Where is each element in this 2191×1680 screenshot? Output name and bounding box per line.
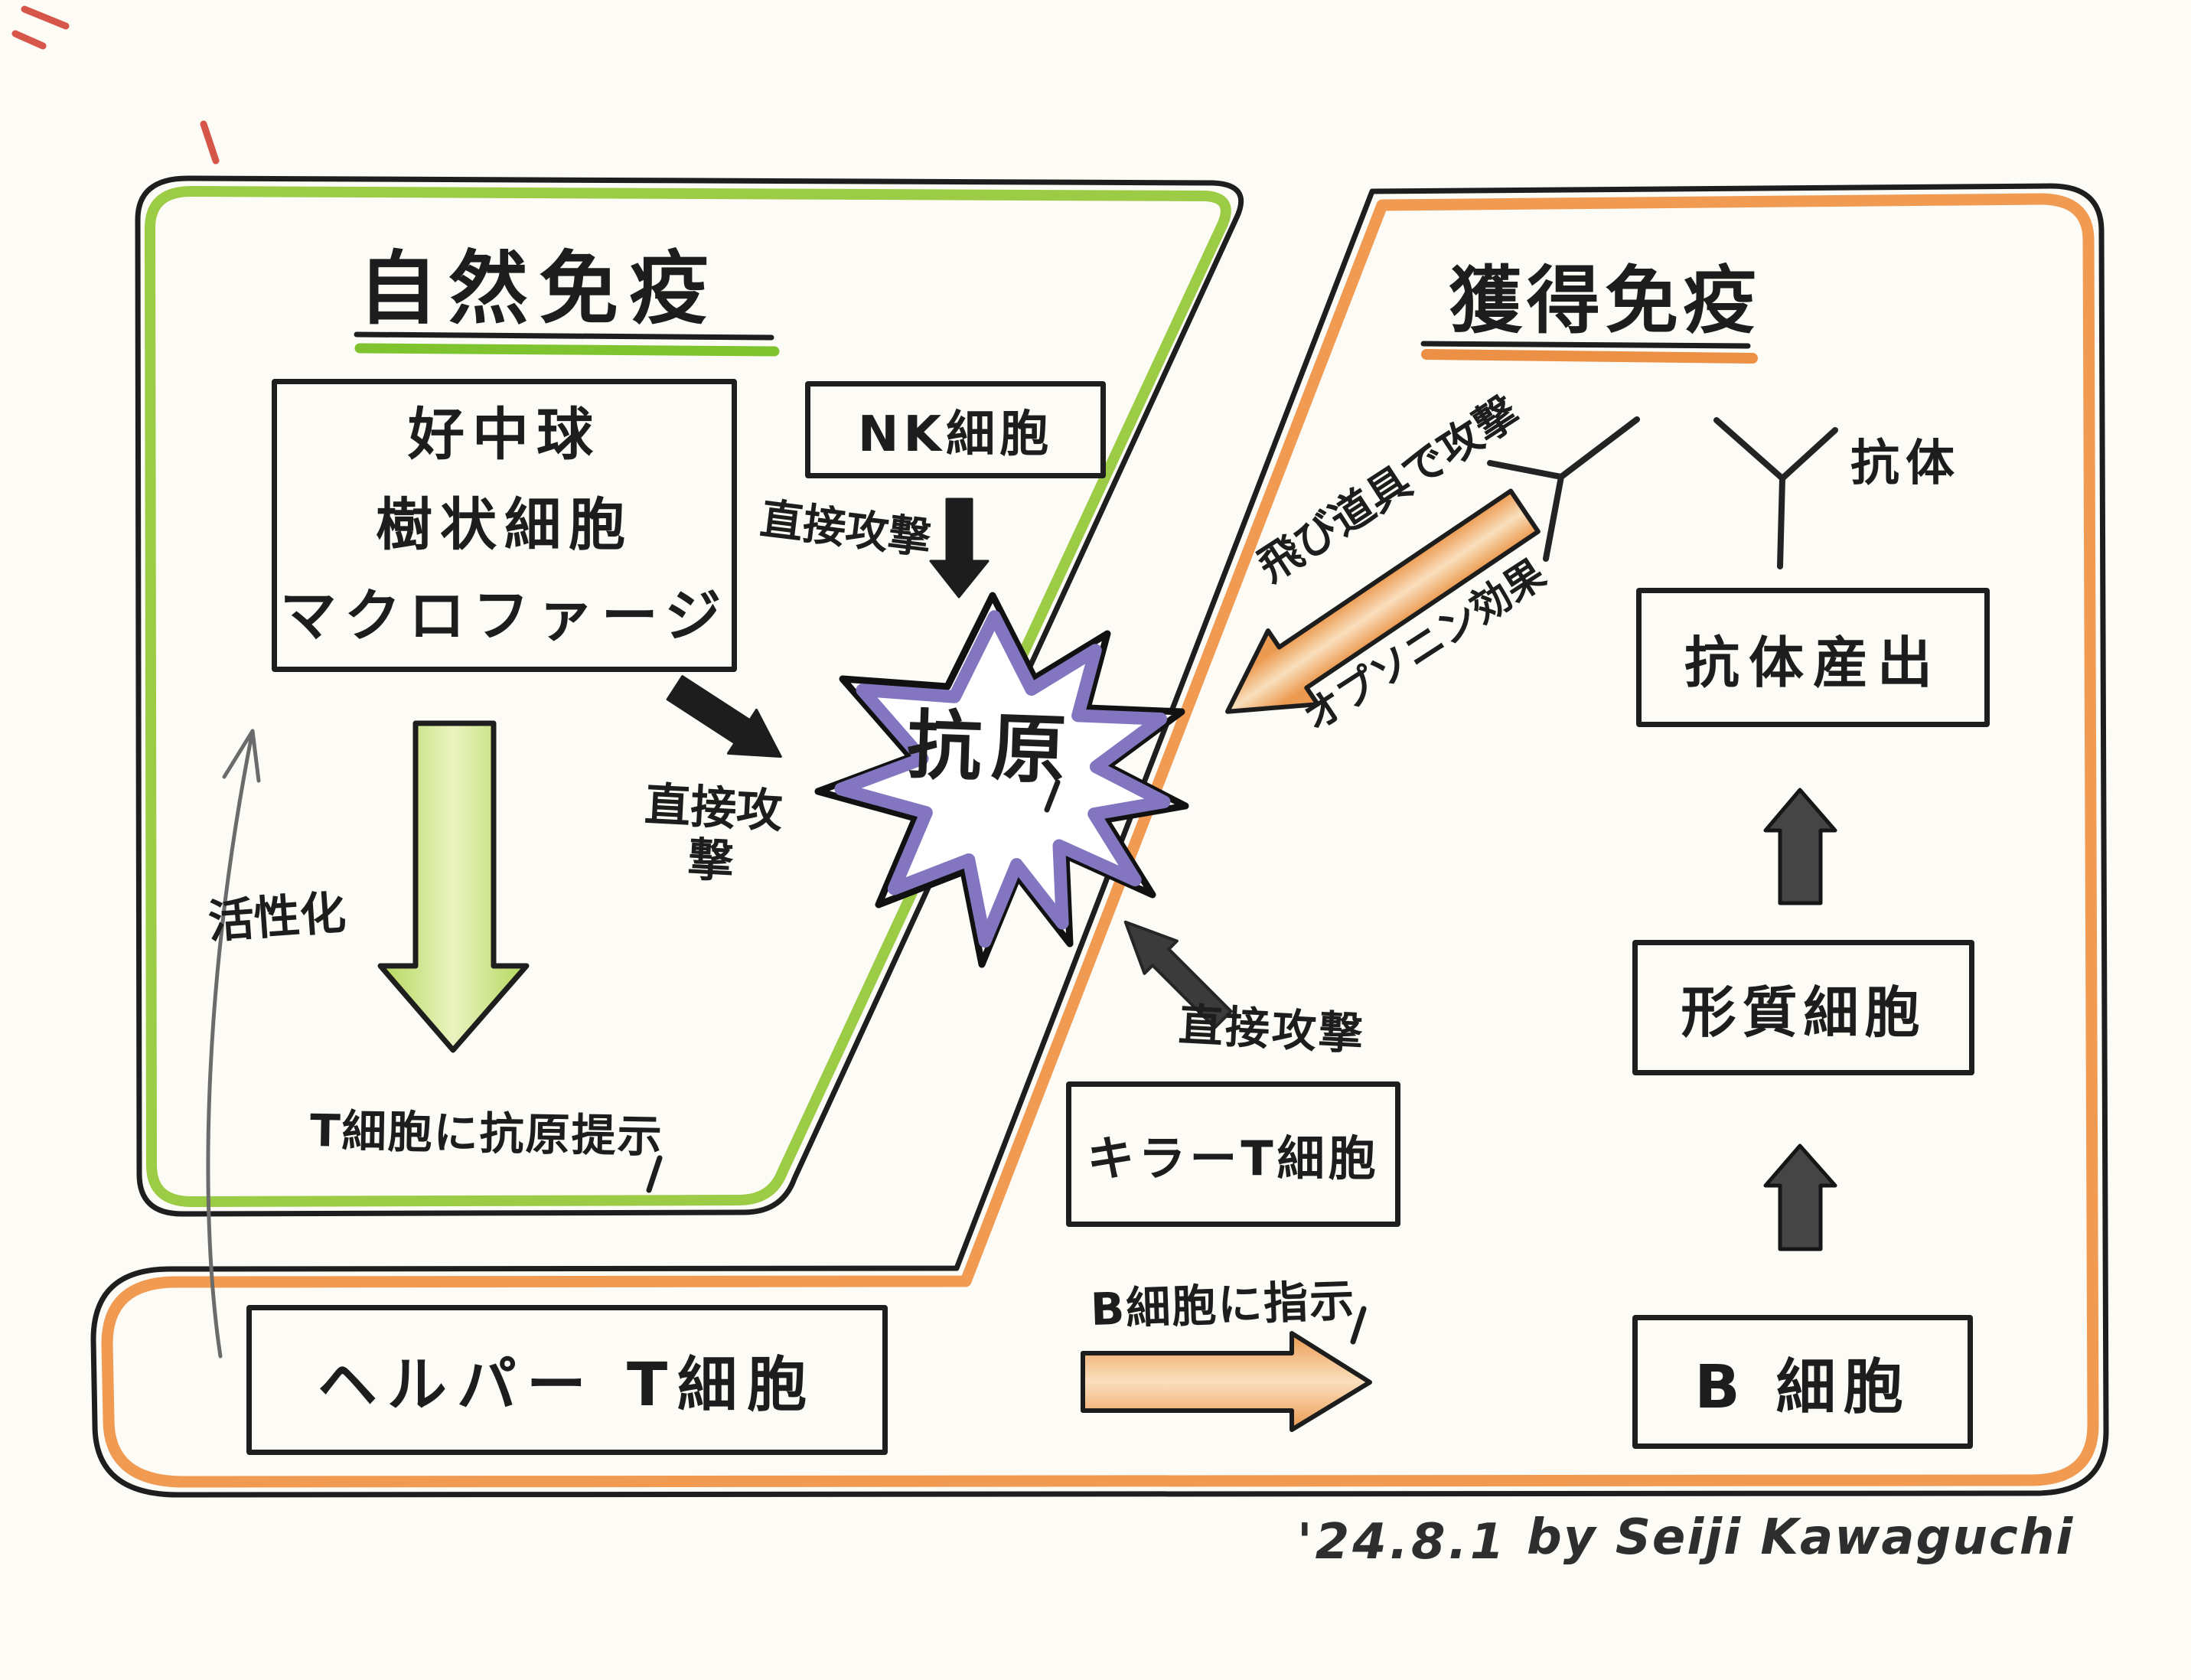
- phagocyte-direct-attack-label: 直接攻撃: [643, 778, 784, 889]
- nk-attack-arrow: [929, 497, 990, 599]
- instruction-label-tick: [1350, 1306, 1367, 1345]
- antigen-presentation-arrow: [377, 720, 530, 1053]
- antigen-label-tick: [1044, 779, 1061, 813]
- nk-cell-box: NK細胞: [805, 381, 1106, 478]
- helper-t-cell-box: ヘルパー T細胞: [246, 1305, 888, 1455]
- antibody-production-box: 抗体産出: [1636, 588, 1990, 727]
- killer-t-direct-attack-label: 直接攻撃: [1177, 998, 1367, 1061]
- presentation-label-tick: [646, 1155, 663, 1193]
- innate-cells-line-dendritic: 樹状細胞: [376, 492, 633, 559]
- activation-label: 活性化: [206, 886, 348, 950]
- b-cell-instruction-arrow: [1081, 1331, 1372, 1432]
- innate-cells-line-neutrophil: 好中球: [408, 401, 601, 468]
- plasma-to-antibody-production-arrow: [1763, 788, 1837, 905]
- plasma-cell-box: 形質細胞: [1632, 940, 1974, 1075]
- killer-t-attack-arrow: [1123, 920, 1233, 1029]
- b-cell-instruction-label: B細胞に指示: [1089, 1274, 1357, 1336]
- innate-cells-line-macrophage: マクロファージ: [279, 582, 729, 649]
- antibody-y-tilted-icon: [1487, 416, 1640, 562]
- innate-region-green-shading: [145, 186, 1231, 1207]
- red-scan-marks: [11, 5, 220, 165]
- adaptive-region-outline: [90, 183, 2109, 1498]
- innate-cells-box: 好中球 樹状細胞 マクロファージ: [272, 379, 737, 672]
- antigen-label: 抗原: [905, 702, 1077, 795]
- innate-title-underline: [354, 331, 780, 357]
- credit-label: by Seiji Kawaguchi: [1527, 1509, 2075, 1566]
- antigen-presentation-label: T細胞に抗原提示: [309, 1104, 664, 1163]
- innate-region-outline: [135, 175, 1244, 1217]
- date-label: '24.8.1: [1297, 1514, 1508, 1571]
- b-cell-to-plasma-arrow: [1763, 1143, 1837, 1251]
- antibody-label: 抗体: [1850, 435, 1961, 492]
- antigen-starburst-purple-shading: [834, 610, 1171, 948]
- innate-title: 自然免疫: [358, 242, 720, 335]
- adaptive-title-underline: [1420, 341, 1758, 364]
- b-cell-box: B 細胞: [1632, 1315, 1973, 1449]
- killer-t-cell-box: キラーT細胞: [1066, 1081, 1400, 1227]
- adaptive-title: 獲得免疫: [1449, 258, 1761, 344]
- adaptive-region-orange-shading: [101, 193, 2099, 1488]
- projectile-attack-arrow: [1225, 488, 1541, 714]
- activation-curved-arrow: [206, 729, 261, 1359]
- phagocyte-attack-arrow: [666, 675, 782, 758]
- antibody-y-upright-icon: [1713, 417, 1838, 569]
